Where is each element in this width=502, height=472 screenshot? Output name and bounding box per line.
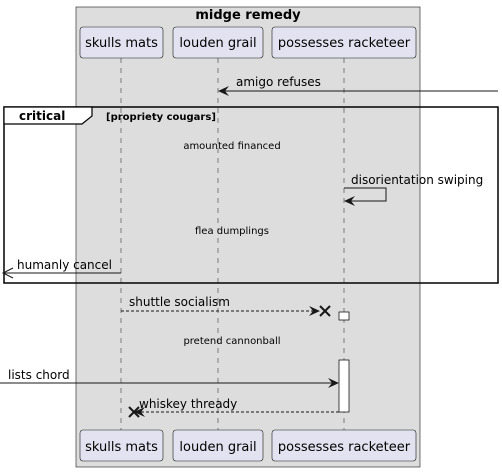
- message-label: lists chord: [8, 368, 70, 382]
- message-label: disorientation swiping: [351, 173, 483, 187]
- critical-fragment: critical [propriety cougars]: [3, 106, 499, 284]
- divider-label: amounted financed: [183, 141, 280, 152]
- arrow-head: [328, 378, 339, 388]
- participant-group-box: midge remedy: [75, 6, 421, 468]
- message-humanly-cancel: humanly cancel: [1, 258, 121, 279]
- message-label: whiskey thready: [139, 397, 237, 411]
- group-title: midge remedy: [195, 8, 301, 23]
- message-whiskey-thready: whiskey thready: [128, 397, 339, 418]
- participant-tail-skulls-mats: skulls mats: [79, 429, 164, 462]
- fragment-guard: [propriety cougars]: [106, 112, 216, 123]
- participant-name: skulls mats: [85, 440, 158, 455]
- participant-tail-louden-grail: louden grail: [172, 429, 264, 462]
- divider-label: flea dumplings: [195, 226, 269, 237]
- activation-bar: [338, 359, 350, 413]
- participant-head-skulls-mats: skulls mats: [79, 26, 164, 59]
- arrow-head: [1, 267, 14, 279]
- participant-name: louden grail: [179, 440, 256, 455]
- fragment-keyword: critical: [19, 109, 65, 123]
- destroy-icon: [319, 305, 331, 317]
- participant-name: possesses racketeer: [278, 36, 411, 51]
- message-label: amigo refuses: [236, 75, 321, 89]
- participant-head-louden-grail: louden grail: [172, 26, 264, 59]
- participant-tail-possesses-racketeer: possesses racketeer: [271, 429, 417, 462]
- message-lists-chord: lists chord: [0, 368, 339, 388]
- message-shuttle-socialism: shuttle socialism: [121, 295, 331, 317]
- message-label: humanly cancel: [17, 258, 112, 272]
- participant-name: louden grail: [179, 36, 256, 51]
- participant-name: possesses racketeer: [278, 440, 411, 455]
- activation-bar: [338, 311, 350, 321]
- arrow-head: [309, 306, 320, 316]
- divider-label: pretend cannonball: [183, 336, 280, 347]
- destroy-icon: [128, 406, 140, 418]
- arrow-head: [218, 86, 229, 96]
- participant-head-possesses-racketeer: possesses racketeer: [271, 26, 417, 59]
- participant-name: skulls mats: [85, 36, 158, 51]
- arrow-head: [344, 196, 355, 206]
- message-disorientation-swiping: disorientation swiping: [344, 173, 483, 206]
- message-label: shuttle socialism: [129, 295, 230, 309]
- arrow-head: [134, 407, 145, 417]
- message-amigo-refuses: amigo refuses: [218, 75, 498, 96]
